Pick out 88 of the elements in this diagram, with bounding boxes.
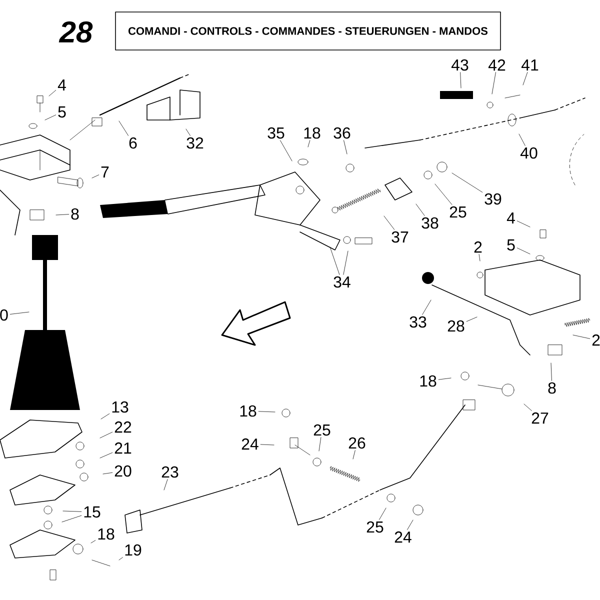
callout-number: 5 xyxy=(58,106,66,118)
leader-line xyxy=(102,472,113,474)
callout-number: 8 xyxy=(548,382,556,394)
callout-number: 32 xyxy=(186,137,204,149)
leader-line xyxy=(118,557,123,560)
leader-line xyxy=(48,90,56,96)
callout-number: 15 xyxy=(84,506,100,518)
leader-line xyxy=(466,316,478,322)
leader-line xyxy=(524,404,532,411)
callout-number: 28 xyxy=(448,320,464,332)
leader-line xyxy=(384,216,395,230)
callout-number: 0 xyxy=(0,309,8,321)
callout-number: 4 xyxy=(58,80,66,90)
leader-line xyxy=(330,246,340,275)
callout-number: 33 xyxy=(410,316,426,328)
leader-line xyxy=(379,508,386,520)
leader-line xyxy=(118,120,129,136)
page-number: 28 xyxy=(58,21,93,43)
callout-number: 22 xyxy=(114,421,132,433)
callout-number: 4 xyxy=(506,212,515,224)
leader-line xyxy=(516,220,530,228)
leader-line xyxy=(416,204,425,216)
leader-line xyxy=(92,174,100,178)
callout-number: 21 xyxy=(114,442,132,454)
callout-number: 25 xyxy=(366,521,384,533)
callout-number: 2 xyxy=(474,241,482,253)
callout-number: 25 xyxy=(450,206,466,218)
callout-number: 13 xyxy=(112,401,128,413)
callout-number: 38 xyxy=(422,217,438,229)
callout-number: 18 xyxy=(304,127,320,139)
leader-line xyxy=(10,312,30,314)
leader-line xyxy=(164,479,168,490)
callout-number: 37 xyxy=(392,231,408,243)
callout-number: 19 xyxy=(125,544,142,556)
callout-number: 41 xyxy=(521,60,538,70)
callout-number: 18 xyxy=(98,528,114,540)
leader-line xyxy=(492,72,496,94)
callout-number: 18 xyxy=(240,405,256,417)
leader-line xyxy=(100,414,110,420)
callout-number: 7 xyxy=(101,166,109,178)
callout-number: 24 xyxy=(394,531,412,543)
leader-line xyxy=(100,452,113,458)
leader-line xyxy=(100,432,113,438)
callout-number: 23 xyxy=(162,466,178,478)
callout-number: 5 xyxy=(507,239,515,251)
leader-line xyxy=(478,254,480,262)
leader-line xyxy=(352,450,356,460)
leader-line xyxy=(550,362,552,381)
leader-line xyxy=(438,378,452,380)
leader-line xyxy=(516,248,530,254)
leader-line xyxy=(522,72,528,86)
leader-line xyxy=(422,300,432,315)
title-box: COMANDI - CONTROLS - COMMANDES - STEUERUNGEN - MANDOS xyxy=(115,12,501,50)
leader-line xyxy=(343,250,348,275)
leader-line xyxy=(44,114,56,120)
leader-line xyxy=(518,134,526,146)
leader-line xyxy=(56,214,70,216)
leader-line xyxy=(572,334,590,339)
callout-number: 40 xyxy=(520,147,538,159)
callout-number: 26 xyxy=(348,437,366,449)
leader-line xyxy=(62,510,82,512)
leader-line xyxy=(460,72,462,88)
leader-line xyxy=(258,411,276,412)
leader-line xyxy=(90,540,96,544)
callout-number: 2 xyxy=(592,334,600,346)
callout-number: 36 xyxy=(334,127,350,139)
leader-line xyxy=(434,184,452,205)
leader-line xyxy=(318,437,322,452)
leader-line xyxy=(186,128,190,136)
callout-number: 6 xyxy=(129,137,137,149)
leader-line xyxy=(344,140,348,154)
leader-line xyxy=(280,140,292,162)
callout-number: 35 xyxy=(268,127,284,139)
callout-number: 43 xyxy=(451,59,468,71)
leader-line xyxy=(407,520,414,530)
leader-line xyxy=(62,515,82,522)
callout-number: 25 xyxy=(314,424,330,436)
callout-number: 42 xyxy=(488,59,506,71)
leader-line xyxy=(260,444,274,446)
callout-number: 34 xyxy=(334,276,350,288)
callout-number: 8 xyxy=(71,208,79,220)
leader-line xyxy=(452,172,483,192)
callout-number: 39 xyxy=(484,193,502,205)
callout-number: 24 xyxy=(242,438,258,450)
callout-number: 18 xyxy=(420,375,436,387)
callout-number: 20 xyxy=(114,465,132,477)
leader-line xyxy=(308,140,310,148)
callout-number: 27 xyxy=(532,412,548,424)
